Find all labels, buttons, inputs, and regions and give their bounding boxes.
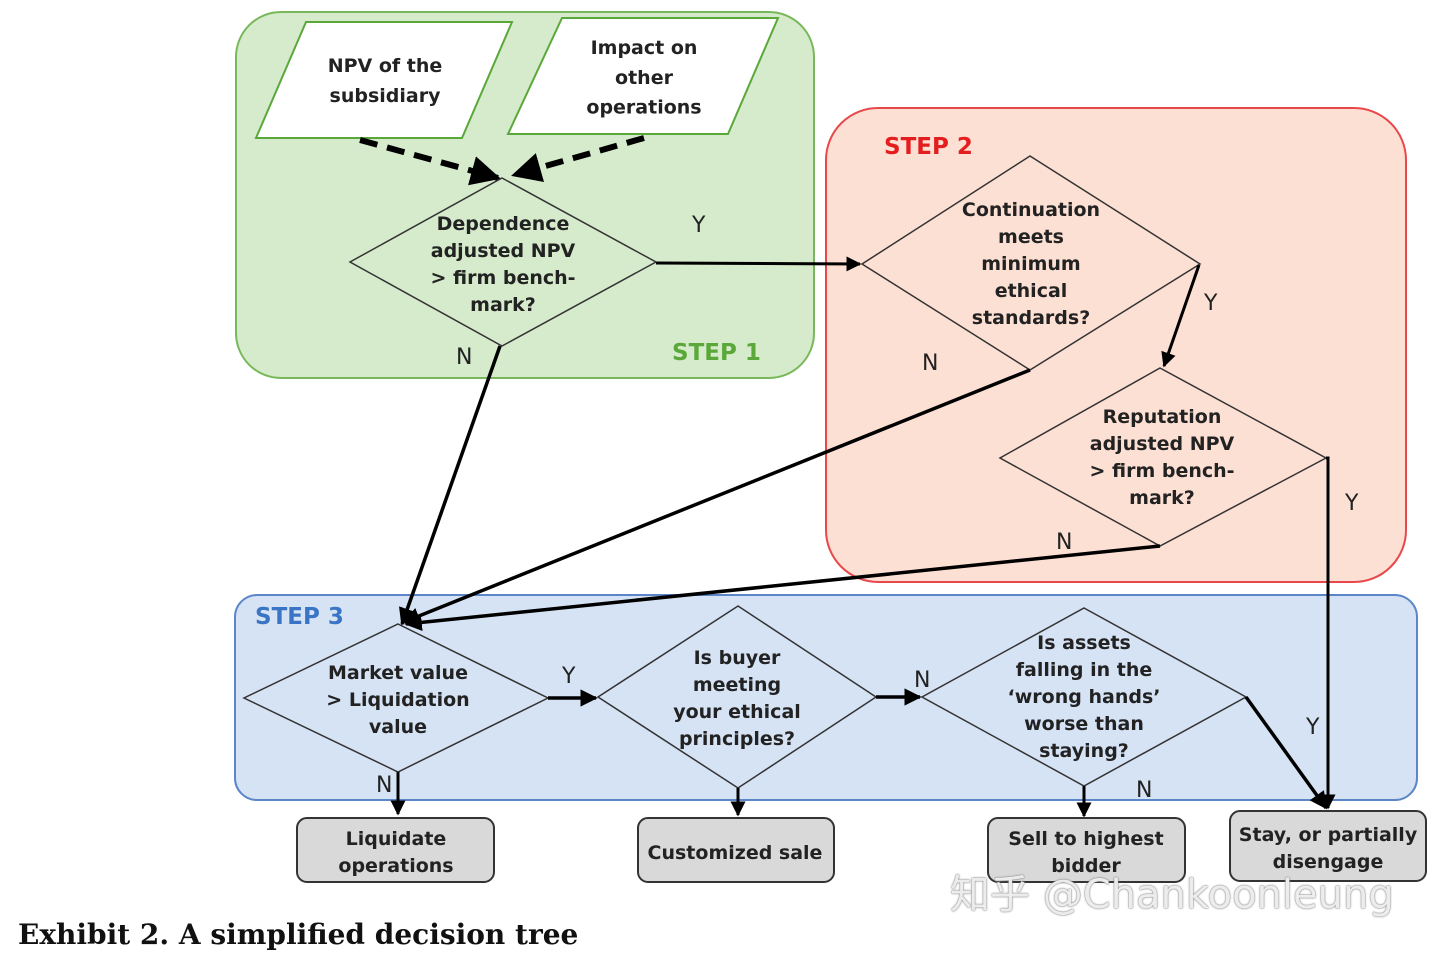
text-line: Is buyer	[694, 647, 781, 669]
impact-input-text: Impact on other operations	[586, 37, 701, 119]
text-line: > firm bench-	[430, 267, 575, 289]
text-line: value	[369, 716, 427, 738]
liquidate-outcome-box	[296, 817, 495, 883]
market-no-label: N	[376, 773, 392, 798]
npv-input-text: NPV of the subsidiary	[328, 55, 443, 107]
customized-outcome-text: Customized sale	[648, 842, 823, 864]
impact-input-shape	[506, 17, 780, 135]
npv-input-shape	[254, 21, 514, 139]
assets-text: Is assets falling in the ‘wrong hands’ wors…	[1008, 632, 1161, 762]
sell-outcome-text: Sell to highest bidder	[1008, 828, 1163, 877]
text-line: operations	[586, 97, 701, 119]
text-line: NPV of the	[328, 55, 443, 77]
buyer-no-label: N	[914, 668, 930, 693]
continuation-text: Continuation meets minimum ethical standards…	[962, 199, 1100, 329]
assets-no-label: N	[1136, 778, 1152, 803]
market-yes-label: Y	[561, 664, 576, 689]
text-line: ethical	[995, 280, 1068, 302]
dependence-text: Dependence adjusted NPV > firm bench-mark?	[430, 213, 575, 316]
text-line: other	[615, 67, 674, 89]
text-line: > firm bench-	[1089, 460, 1234, 482]
text-line: > Liquidation	[326, 689, 469, 711]
text-line: standards?	[972, 307, 1090, 329]
text-line: falling in the	[1016, 659, 1153, 681]
dependence-yes-arrow	[655, 256, 862, 272]
npv-to-dependence-arrow	[359, 137, 501, 186]
reputation-yes-label: Y	[1344, 491, 1359, 516]
text-line: staying?	[1039, 740, 1129, 762]
dependence-no-label: N	[456, 345, 472, 370]
stay-outcome-box	[1229, 810, 1427, 882]
text-line: mark?	[470, 294, 536, 316]
market-text: Market value > Liquidation value	[326, 662, 469, 738]
watermark: 知乎 @Chankoonleung	[950, 872, 1394, 918]
text-line: worse than	[1024, 713, 1144, 735]
figure-caption: Exhibit 2. A simplified decision tree	[18, 918, 579, 951]
text-line: Market value	[328, 662, 468, 684]
text-line: ‘wrong hands’	[1008, 686, 1161, 708]
continuation-yes-label: Y	[1203, 291, 1218, 316]
text-line: Sell to highest	[1008, 828, 1163, 850]
text-line: subsidiary	[330, 85, 442, 107]
customized-outcome-box	[637, 817, 835, 883]
buyer-text: Is buyer meeting your ethical principles?	[673, 647, 801, 750]
text-line: meets	[998, 226, 1064, 248]
dependence-yes-label: Y	[691, 213, 706, 238]
text-line: disengage	[1273, 851, 1384, 873]
text-line: Dependence	[437, 213, 570, 235]
liquidate-outcome-text: Liquidate operations	[338, 828, 453, 877]
stay-outcome-text: Stay, or partially disengage	[1239, 824, 1418, 873]
text-line: principles?	[679, 728, 795, 750]
text-line: adjusted NPV	[431, 240, 576, 262]
sell-outcome-box	[987, 817, 1186, 883]
assets-yes-label: Y	[1305, 715, 1320, 740]
text-line: adjusted NPV	[1090, 433, 1235, 455]
text-line: Customized sale	[648, 842, 823, 864]
continuation-no-arrow	[402, 368, 1031, 625]
text-line: Reputation	[1103, 406, 1222, 428]
reputation-no-arrow	[404, 544, 1161, 632]
step3-label: STEP 3	[255, 604, 344, 630]
continuation-yes-arrow	[1161, 264, 1201, 368]
reputation-text: Reputation adjusted NPV > firm bench-mark?	[1089, 406, 1234, 509]
text-line: minimum	[981, 253, 1080, 275]
dependence-diamond	[348, 177, 658, 347]
text-line: Stay, or partially	[1239, 824, 1418, 846]
dependence-no-arrow	[398, 345, 502, 626]
assets-yes-arrow	[1244, 695, 1328, 810]
text-line: Impact on	[591, 37, 698, 59]
text-line: meeting	[693, 674, 781, 696]
text-line: Is assets	[1037, 632, 1131, 654]
text-line: your ethical	[673, 701, 801, 723]
text-line: Liquidate	[346, 828, 447, 850]
reputation-yes-arrow	[1320, 456, 1336, 810]
impact-to-dependence-arrow	[511, 135, 645, 183]
text-line: mark?	[1129, 487, 1195, 509]
text-line: operations	[338, 855, 453, 877]
text-line: bidder	[1051, 855, 1121, 877]
text-line: Continuation	[962, 199, 1100, 221]
reputation-no-label: N	[1056, 530, 1072, 555]
continuation-no-label: N	[922, 351, 938, 376]
step2-label: STEP 2	[884, 134, 973, 160]
step1-label: STEP 1	[672, 340, 761, 366]
